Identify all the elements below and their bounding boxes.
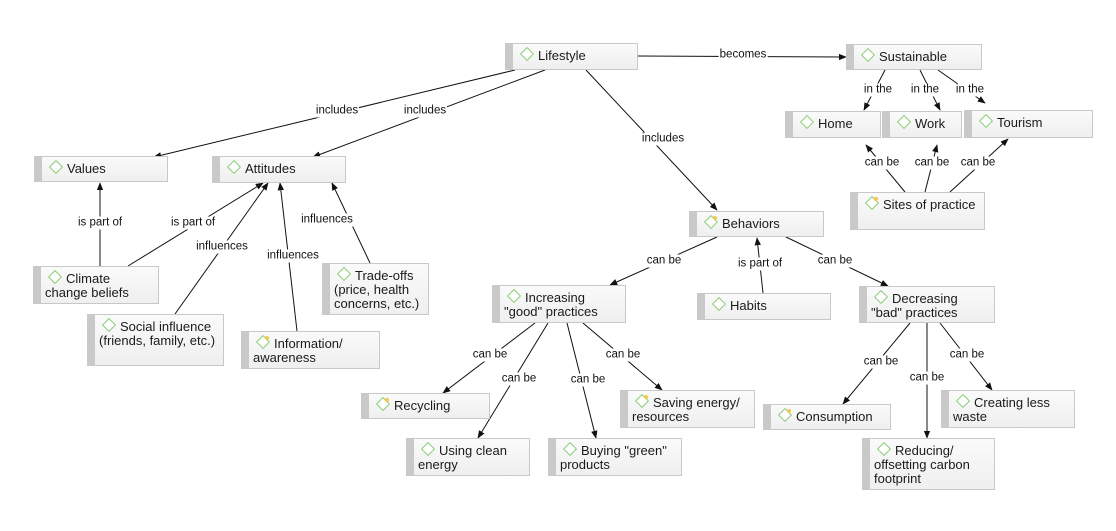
note-indicator-icon	[713, 216, 717, 220]
edge-label[interactable]: can be	[862, 355, 900, 369]
concept-node-increasing[interactable]: Increasing "good" practices	[492, 285, 626, 323]
concept-label: Social influence (friends, family, etc.)	[99, 319, 216, 348]
edge-label[interactable]: can be	[645, 254, 683, 268]
concept-node-saving[interactable]: Saving energy/ resources	[620, 390, 755, 428]
concept-diamond-icon	[336, 266, 352, 282]
concept-label: Sustainable	[879, 49, 947, 64]
concept-diamond-icon	[955, 393, 971, 409]
concept-node-social[interactable]: Social influence (friends, family, etc.)	[87, 314, 224, 366]
concept-diamond-icon	[876, 441, 892, 457]
concept-node-habits[interactable]: Habits	[697, 293, 831, 320]
edge-label[interactable]: can be	[569, 373, 607, 387]
concept-diamond-icon	[420, 441, 436, 457]
concept-label: Buying "green" products	[560, 443, 667, 472]
concept-diamond-icon	[48, 159, 64, 175]
concept-label: Trade-offs (price, health concerns, etc.…	[334, 268, 420, 311]
concept-label: Recycling	[394, 398, 451, 413]
concept-label: Saving energy/ resources	[632, 395, 740, 424]
edge-label[interactable]: can be	[908, 371, 946, 385]
concept-node-behaviors[interactable]: Behaviors	[689, 211, 824, 237]
concept-diamond-icon	[873, 289, 889, 305]
concept-label: Consumption	[796, 409, 873, 424]
concept-node-consumption[interactable]: Consumption	[763, 404, 891, 430]
concept-label: Decreasing "bad" practices	[871, 291, 958, 320]
concept-diamond-icon	[978, 113, 994, 129]
edge-label[interactable]: can be	[959, 156, 997, 170]
concept-label: Behaviors	[722, 216, 780, 231]
concept-label: Lifestyle	[538, 48, 586, 63]
concept-node-climate[interactable]: Climate change beliefs	[33, 266, 159, 304]
concept-node-decreasing[interactable]: Decreasing "bad" practices	[859, 286, 995, 323]
concept-node-tradeoffs[interactable]: Trade-offs (price, health concerns, etc.…	[322, 263, 429, 315]
concept-diamond-icon	[226, 159, 242, 175]
edge-label[interactable]: can be	[500, 372, 538, 386]
concept-node-sustainable[interactable]: Sustainable	[846, 44, 982, 70]
edge-label[interactable]: in the	[909, 83, 941, 97]
concept-node-attitudes[interactable]: Attitudes	[212, 156, 346, 183]
concept-node-reducing[interactable]: Reducing/ offsetting carbon footprint	[862, 438, 995, 490]
note-indicator-icon	[265, 336, 269, 340]
concept-diamond-icon	[47, 269, 63, 285]
concept-node-waste[interactable]: Creating less waste	[941, 390, 1075, 428]
concept-node-green[interactable]: Buying "green" products	[548, 438, 682, 476]
edge-label[interactable]: includes	[314, 104, 360, 118]
note-indicator-icon	[644, 395, 648, 399]
edge-label[interactable]: is part of	[169, 216, 217, 230]
concept-diamond-icon	[519, 46, 535, 62]
edge-label[interactable]: can be	[816, 254, 854, 268]
edge-label[interactable]: can be	[948, 348, 986, 362]
edge-label[interactable]: includes	[402, 104, 448, 118]
concept-node-sites[interactable]: Sites of practice	[850, 192, 985, 230]
concept-label: Habits	[730, 298, 767, 313]
concept-node-values[interactable]: Values	[34, 156, 168, 182]
concept-label: Attitudes	[245, 161, 296, 176]
edge-label[interactable]: is part of	[736, 257, 784, 271]
edge-label[interactable]: influences	[300, 213, 354, 227]
edge-label[interactable]: is part of	[76, 216, 124, 230]
edge-label[interactable]: can be	[863, 156, 901, 170]
note-indicator-icon	[874, 197, 878, 201]
concept-node-recycling[interactable]: Recycling	[361, 393, 490, 419]
concept-label: Climate change beliefs	[45, 271, 129, 300]
concept-node-info[interactable]: Information/ awareness	[241, 331, 380, 369]
concept-label: Home	[818, 116, 853, 131]
edge-label[interactable]: includes	[640, 132, 686, 146]
concept-label: Information/ awareness	[253, 336, 343, 365]
edge-label[interactable]: in the	[954, 83, 986, 97]
concept-diamond-icon	[860, 47, 876, 63]
concept-label: Reducing/ offsetting carbon footprint	[874, 443, 970, 486]
concept-label: Tourism	[997, 115, 1043, 130]
concept-diamond-icon	[711, 296, 727, 312]
concept-node-lifestyle[interactable]: Lifestyle	[505, 43, 638, 70]
edge-label[interactable]: influences	[266, 249, 320, 263]
concept-label: Values	[67, 161, 106, 176]
concept-label: Creating less waste	[953, 395, 1050, 424]
concept-node-cleanenergy[interactable]: Using clean energy	[406, 438, 530, 476]
concept-node-work[interactable]: Work	[882, 111, 962, 138]
edge-label[interactable]: can be	[604, 348, 642, 362]
concept-label: Increasing "good" practices	[504, 290, 598, 319]
concept-label: Using clean energy	[418, 443, 507, 472]
concept-node-tourism[interactable]: Tourism	[964, 110, 1093, 138]
concept-diamond-icon	[506, 288, 522, 304]
concept-node-home[interactable]: Home	[785, 111, 881, 138]
note-indicator-icon	[787, 409, 791, 413]
edge-label[interactable]: influences	[195, 240, 249, 254]
concept-diamond-icon	[799, 114, 815, 130]
concept-label: Work	[915, 116, 946, 131]
edge-label[interactable]: can be	[471, 348, 509, 362]
edge-label[interactable]: in the	[862, 83, 894, 97]
edge-label[interactable]: can be	[913, 156, 951, 170]
note-indicator-icon	[385, 398, 389, 402]
edge-label[interactable]: becomes	[718, 48, 768, 62]
concept-diamond-icon	[101, 317, 117, 333]
concept-diamond-icon	[562, 441, 578, 457]
concept-label: Sites of practice	[883, 197, 976, 212]
concept-diamond-icon	[896, 114, 912, 130]
